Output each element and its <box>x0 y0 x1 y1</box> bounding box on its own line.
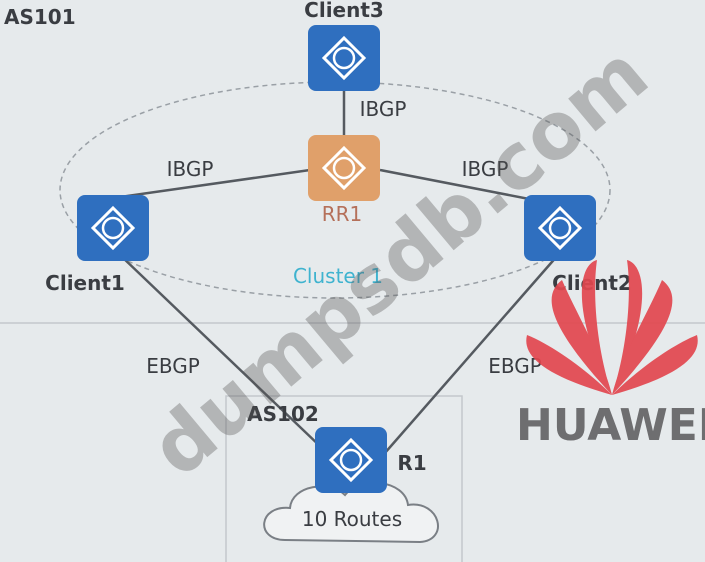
cloud-label: 10 Routes <box>302 507 402 531</box>
cloud <box>263 481 439 544</box>
ebgp-client1-label: EBGP <box>146 354 200 378</box>
as102-label: AS102 <box>247 402 319 426</box>
router-client1[interactable] <box>77 195 149 261</box>
ebgp-client2-label: EBGP <box>488 354 542 378</box>
as101-label: AS101 <box>4 5 76 29</box>
ibgp-client1-label: IBGP <box>167 157 214 181</box>
client1-label: Client1 <box>45 271 125 295</box>
link-rr1-client1 <box>112 168 311 200</box>
rr1-label: RR1 <box>322 202 363 226</box>
ibgp-client2-label: IBGP <box>462 157 509 181</box>
router-client3[interactable] <box>308 25 380 91</box>
cluster-label: Cluster 1 <box>293 264 383 288</box>
client3-label: Client3 <box>304 0 384 22</box>
router-client2[interactable] <box>524 195 596 261</box>
huawei-logo-text: HUAWEI <box>516 400 705 451</box>
link-client2-r1 <box>369 254 559 471</box>
r1-label: R1 <box>397 451 426 475</box>
router-r1[interactable] <box>315 427 387 493</box>
huawei-logo: HUAWEI <box>516 260 705 451</box>
as102-box <box>225 395 463 562</box>
link-client1-r1 <box>119 254 346 471</box>
router-rr1[interactable] <box>308 135 380 201</box>
ibgp-client3-label: IBGP <box>360 97 407 121</box>
